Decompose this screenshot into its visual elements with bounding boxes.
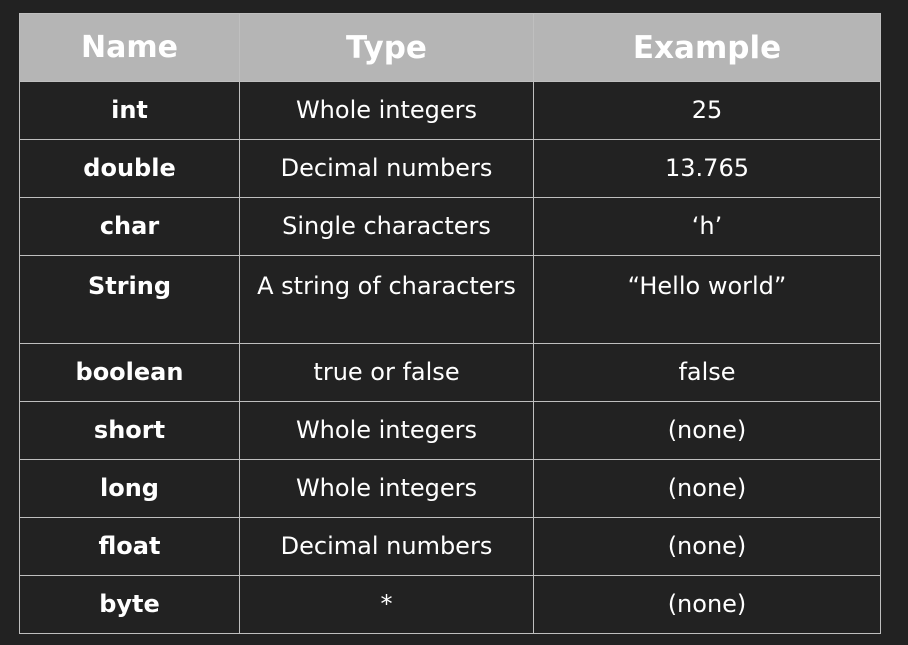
header-row: Name Type Example [19,13,881,82]
header-name: Name [19,13,240,82]
cell-example: (none) [533,517,881,576]
cell-name: short [19,401,240,460]
cell-type: A string of characters [239,255,534,344]
table-row: boolean true or false false [19,343,881,402]
cell-name: double [19,139,240,198]
cell-name: long [19,459,240,518]
table-row: byte * (none) [19,575,881,634]
cell-example: (none) [533,575,881,634]
cell-type: Single characters [239,197,534,256]
table-row: float Decimal numbers (none) [19,517,881,576]
cell-example: (none) [533,459,881,518]
cell-example: ‘h’ [533,197,881,256]
cell-type: * [239,575,534,634]
cell-example: (none) [533,401,881,460]
cell-example: 25 [533,81,881,140]
cell-type: Whole integers [239,401,534,460]
cell-name: float [19,517,240,576]
cell-type: Whole integers [239,81,534,140]
cell-example: false [533,343,881,402]
cell-example: 13.765 [533,139,881,198]
cell-name: byte [19,575,240,634]
header-type: Type [239,13,534,82]
cell-name: char [19,197,240,256]
table-row: char Single characters ‘h’ [19,197,881,256]
cell-type: Whole integers [239,459,534,518]
table-row: double Decimal numbers 13.765 [19,139,881,198]
table-row: long Whole integers (none) [19,459,881,518]
cell-type: Decimal numbers [239,517,534,576]
cell-name: int [19,81,240,140]
table-row: short Whole integers (none) [19,401,881,460]
cell-type: Decimal numbers [239,139,534,198]
header-example: Example [533,13,881,82]
data-types-table: Name Type Example int Whole integers 25 … [19,13,881,634]
table-row: String A string of characters “Hello wor… [19,255,881,344]
cell-name: boolean [19,343,240,402]
table-row: int Whole integers 25 [19,81,881,140]
cell-type: true or false [239,343,534,402]
cell-example: “Hello world” [533,255,881,344]
cell-name: String [19,255,240,344]
